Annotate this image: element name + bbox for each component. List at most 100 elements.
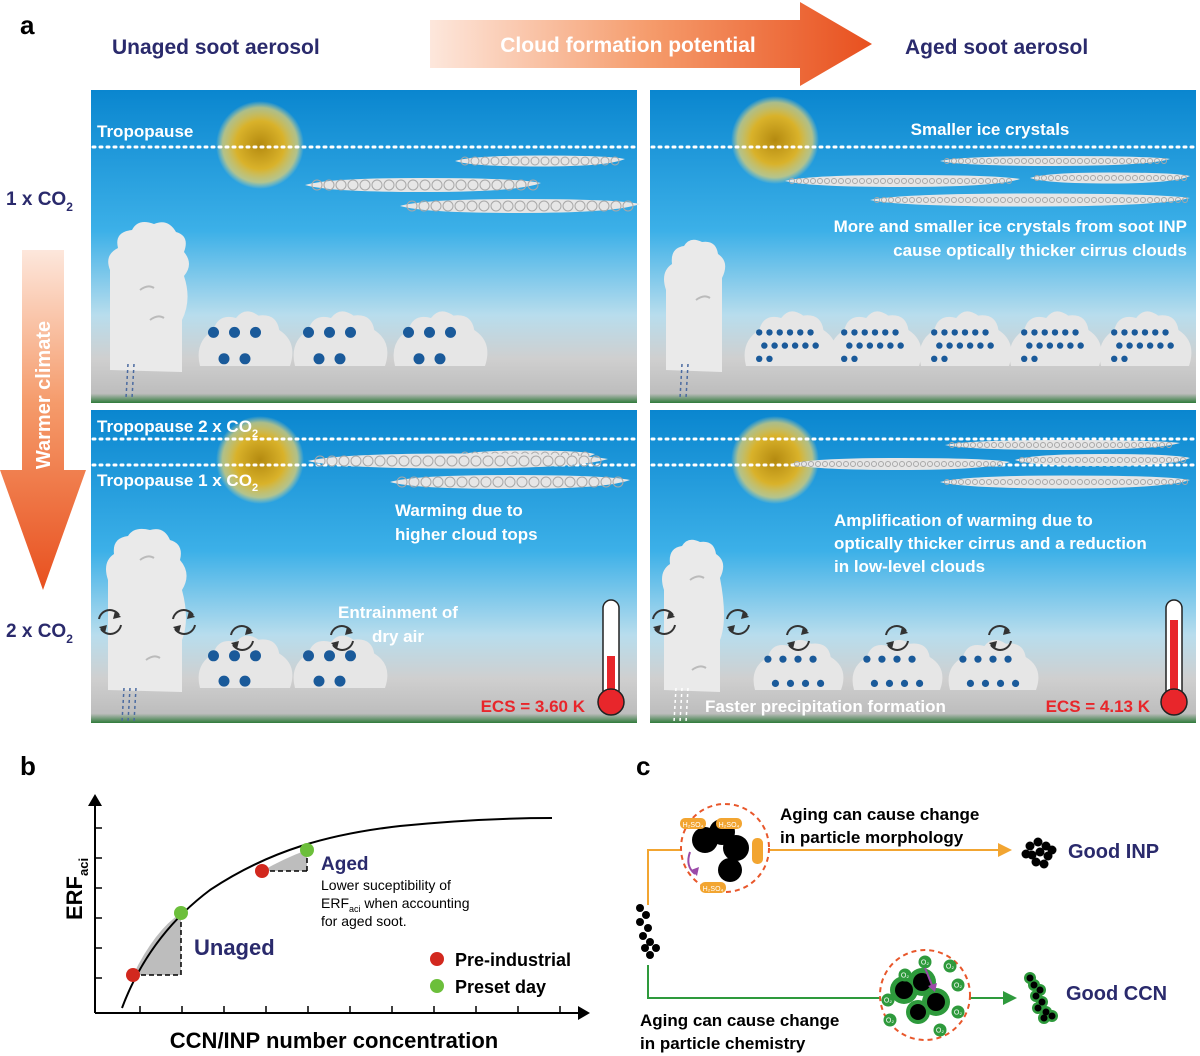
h2so4-tag: H₂SO₄: [683, 822, 704, 829]
panel2-note-line2: cause optically thicker cirrus clouds: [893, 241, 1187, 260]
ecs-unaged: ECS = 3.60 K: [481, 697, 586, 716]
present-day-point-unaged: [174, 906, 188, 920]
rotating-arrow-icon: [726, 609, 750, 635]
amplification-line1: Amplification of warming due to: [834, 511, 1093, 530]
cirrus-streak: [940, 156, 1170, 166]
cirrus-streak: [870, 193, 1190, 207]
low-cloud: [744, 311, 837, 366]
low-cloud: [753, 639, 844, 690]
low-cloud: [919, 311, 1012, 366]
rotating-arrow-icon: [885, 625, 909, 651]
thermometer-icon: [597, 599, 625, 716]
cirrus-streak: [1030, 172, 1190, 184]
good-inp-particle: [1021, 837, 1057, 869]
legend: Pre-industrial Preset day: [430, 950, 571, 997]
present-day-point-aged: [300, 843, 314, 857]
chemistry-ring: [879, 949, 971, 1041]
panel-letter-b: b: [20, 751, 36, 781]
o2-tag: O₂: [901, 973, 909, 980]
good-ccn-label: Good CCN: [1066, 983, 1167, 1005]
unaged-label: Unaged: [194, 935, 275, 960]
cirrus-streak: [940, 475, 1190, 489]
good-ccn-particle: [1024, 972, 1058, 1024]
row2-co2-label: 2 x CO2: [6, 621, 73, 646]
rotating-arrow-icon: [652, 609, 676, 635]
sun-icon: [731, 416, 819, 504]
ecs-aged: ECS = 4.13 K: [1046, 697, 1151, 716]
cirrus-streak: [455, 155, 625, 167]
o2-tag: O₂: [886, 1018, 894, 1025]
aged-note-line2: ERFaci when accounting: [321, 895, 469, 914]
header-unaged: Unaged soot aerosol: [112, 36, 320, 59]
panel-c-diagram: H₂SO₄ H₂SO₄ H₂SO₄ Aging can cause change…: [636, 803, 1167, 1053]
pre-industrial-point-aged: [255, 864, 269, 878]
soot-particle-initial: [636, 904, 660, 959]
o2-tag: O₂: [954, 983, 962, 990]
entrainment-arrows: [98, 609, 1012, 651]
chemistry-line2: in particle chemistry: [640, 1034, 806, 1053]
low-cloud: [293, 635, 388, 688]
cirrus-streak: [400, 199, 640, 213]
low-cloud: [1009, 311, 1102, 366]
convective-cloud: [664, 239, 726, 399]
chemistry-pathway: [647, 965, 880, 999]
aged-shade: [262, 850, 307, 871]
pre-industrial-point-unaged: [126, 968, 140, 982]
warmer-climate-label: Warmer climate: [33, 321, 55, 469]
cirrus-streak: [305, 178, 541, 192]
good-inp-label: Good INP: [1068, 841, 1159, 863]
tropopause-2xco2-label: Tropopause 2 x CO2: [97, 417, 258, 440]
low-cloud: [948, 639, 1039, 690]
entrainment-line2: dry air: [372, 627, 424, 646]
cirrus-clouds: [305, 155, 1190, 489]
cirrus-streak: [308, 453, 608, 469]
legend-marker-present: [430, 979, 444, 993]
o2-tag: O₂: [954, 1010, 962, 1017]
tropopause-1xco2-label: Tropopause 1 x CO2: [97, 471, 258, 494]
row1-co2-label: 1 x CO2: [6, 189, 73, 214]
o2-tag: O₂: [936, 1028, 944, 1035]
legend-marker-pre: [430, 952, 444, 966]
cirrus-streak: [1015, 454, 1190, 466]
panel2-note-line1: More and smaller ice crystals from soot …: [834, 217, 1187, 236]
h2so4-tag: H₂SO₄: [719, 822, 740, 829]
panel-letter-c: c: [636, 751, 650, 781]
smaller-crystals-label: Smaller ice crystals: [911, 120, 1070, 139]
convective-cloud: [108, 222, 189, 399]
low-cloud: [829, 311, 922, 366]
legend-pre-industrial: Pre-industrial: [455, 950, 571, 970]
morphology-line2: in particle morphology: [780, 828, 964, 847]
chemistry-line1: Aging can cause change: [640, 1011, 839, 1030]
low-cloud: [1099, 311, 1192, 366]
rotating-arrow-icon: [230, 625, 254, 651]
cirrus-streak: [785, 175, 1020, 187]
morphology-line1: Aging can cause change: [780, 805, 979, 824]
tropopause-label: Tropopause: [97, 122, 193, 141]
entrainment-line1: Entrainment of: [338, 603, 458, 622]
rotating-arrow-icon: [786, 625, 810, 651]
o2-tag: O₂: [921, 960, 929, 967]
precipitation-label: Faster precipitation formation: [705, 697, 946, 716]
rotating-arrow-icon: [98, 609, 122, 635]
convective-cloud: [662, 539, 724, 723]
aged-note-line1: Lower suceptibility of: [321, 877, 451, 893]
low-cloud: [198, 311, 293, 366]
low-cloud: [852, 639, 943, 690]
low-cloud: [393, 311, 488, 366]
amplification-line3: in low-level clouds: [834, 557, 985, 576]
amplification-line2: optically thicker cirrus and a reduction: [834, 534, 1147, 553]
y-axis-label: ERFaci: [62, 858, 91, 920]
o2-tag: O₂: [946, 964, 954, 971]
legend-present-day: Preset day: [455, 977, 546, 997]
morphology-ring: [680, 803, 770, 893]
aged-soot-chemistry: [890, 968, 950, 1024]
sun-icon: [731, 96, 819, 184]
warming-note-line1: Warming due to: [395, 501, 523, 520]
low-level-clouds: [198, 311, 1192, 690]
header-aged: Aged soot aerosol: [905, 36, 1088, 59]
sun-icon: [216, 101, 304, 189]
thermometer-icon: [1160, 599, 1188, 716]
h2so4-tag: H₂SO₄: [703, 886, 724, 893]
cirrus-streak: [945, 440, 1180, 450]
